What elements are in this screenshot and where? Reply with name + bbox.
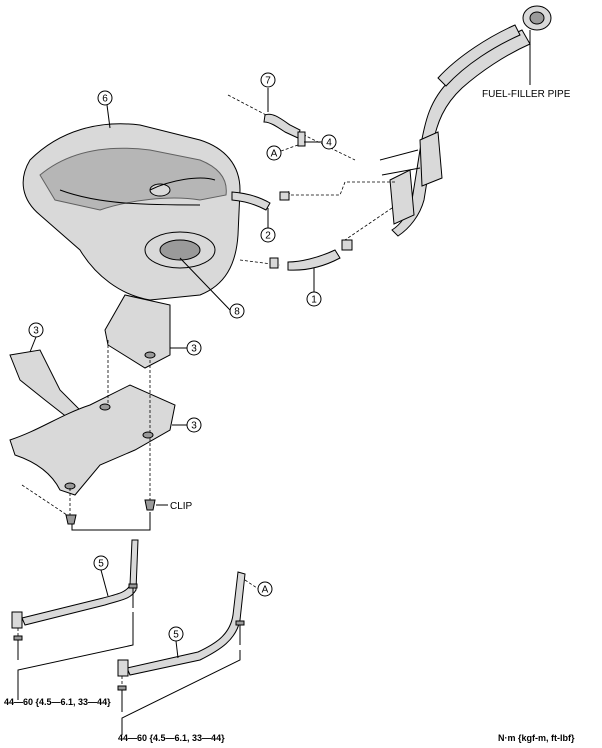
svg-text:3: 3	[191, 421, 197, 432]
svg-text:5: 5	[173, 630, 179, 641]
vent-tube	[149, 177, 216, 191]
bolt-1	[128, 583, 138, 608]
hose-1-clip	[269, 257, 279, 269]
svg-text:5: 5	[98, 559, 104, 570]
callout-6: 6	[97, 90, 113, 129]
insulator-left	[9, 349, 81, 419]
hose-2	[231, 191, 271, 211]
callout-2: 2	[260, 208, 276, 243]
guide-dash-12	[244, 579, 261, 591]
clip-bracket-line	[71, 512, 151, 531]
svg-text:7: 7	[265, 76, 271, 87]
callout-8: 8	[179, 257, 245, 319]
svg-text:4: 4	[326, 138, 332, 149]
fuel-tank-strap-right	[117, 571, 246, 677]
callout-3-lower: 3	[172, 417, 202, 433]
callout-A-strap: A	[257, 581, 273, 597]
clip-left	[65, 514, 77, 525]
bolt-4	[117, 685, 127, 712]
callout-7: 7	[260, 72, 276, 112]
callout-1: 1	[306, 268, 322, 307]
callout-5-left: 5	[93, 555, 109, 597]
svg-text:A: A	[262, 585, 269, 596]
fuel-filler-pipe-label: FUEL-FILLER PIPE	[482, 89, 571, 100]
fuel-tank	[22, 123, 241, 301]
torque-spec-bottom: 44—60 {4.5—6.1, 33—44}	[118, 733, 225, 743]
svg-text:2: 2	[265, 231, 271, 242]
svg-text:3: 3	[33, 326, 39, 337]
fuel-tank-strap-left	[11, 539, 139, 629]
callout-5-right: 5	[168, 626, 184, 659]
clip-right	[144, 499, 156, 511]
svg-text:8: 8	[234, 307, 240, 318]
units-note: N·m {kgf-m, ft-lbf}	[498, 733, 575, 743]
torque-leader-bottom	[121, 650, 241, 735]
guide-dash-2	[227, 94, 356, 161]
torque-spec-left: 44—60 {4.5—6.1, 33—44}	[4, 697, 111, 707]
svg-text:6: 6	[102, 94, 108, 105]
guide-dash-1	[287, 181, 395, 196]
vent-pipe-4	[297, 131, 306, 147]
callout-A-top: A	[266, 144, 299, 161]
guide-dash-4	[239, 259, 281, 266]
vent-pipe-7	[263, 113, 301, 139]
insulator-lower	[9, 384, 176, 496]
clip-label: CLIP	[170, 501, 193, 512]
hose-1-clamp	[341, 239, 353, 251]
guide-dash-3	[344, 207, 393, 241]
hose-1	[287, 249, 341, 271]
callout-3-left: 3	[28, 322, 44, 353]
svg-text:3: 3	[191, 344, 197, 355]
insulator-upper	[104, 294, 171, 369]
fuel-filler-pipe	[379, 5, 552, 237]
svg-text:A: A	[271, 149, 278, 160]
callout-3-upper: 3	[170, 340, 202, 356]
torque-leader-left	[17, 612, 134, 700]
svg-text:1: 1	[311, 295, 317, 306]
bolt-3	[235, 620, 245, 645]
hose-clamp	[279, 191, 290, 201]
bolt-2	[13, 635, 23, 660]
callout-4: 4	[304, 134, 337, 150]
